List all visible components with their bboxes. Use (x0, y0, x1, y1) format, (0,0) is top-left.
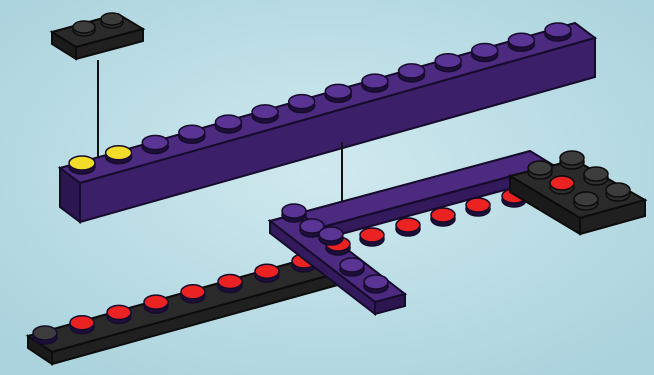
purple-stud (324, 83, 353, 100)
black-plate-red-studs (32, 253, 317, 345)
purple-stud (507, 32, 536, 48)
red-stud (465, 197, 491, 213)
purple-stud (178, 124, 206, 141)
purple-stud (318, 226, 344, 242)
purple-stud (434, 52, 462, 69)
purple-1x14-brick (57, 21, 598, 224)
purple-brick-studs (68, 22, 572, 175)
red-stud (106, 304, 132, 321)
purple-stud (339, 257, 365, 273)
purple-stud (251, 104, 279, 120)
red-stud (217, 273, 243, 290)
purple-stud (397, 63, 426, 79)
red-stud (69, 314, 95, 331)
black-1x2-plate (49, 12, 146, 61)
red-stud (143, 294, 169, 310)
purple-stud (299, 218, 325, 234)
purple-stud (287, 93, 316, 110)
red-stud (254, 263, 280, 279)
purple-stud (214, 114, 243, 130)
purple-stud (281, 203, 307, 219)
yellow-stud (68, 155, 96, 171)
red-stud (359, 227, 385, 243)
purple-stud (361, 73, 389, 89)
black-plate-studs (72, 12, 124, 37)
yellow-stud (104, 145, 133, 161)
black-stud (32, 325, 58, 341)
corner-plate-studs (527, 150, 631, 211)
purple-stud (544, 22, 572, 38)
red-stud (180, 284, 206, 300)
purple-stud (141, 134, 169, 151)
black-2x2-corner-plate (507, 150, 648, 236)
cross-plate-studs (281, 188, 527, 294)
purple-stud (363, 274, 389, 290)
purple-cross-plate (267, 149, 556, 317)
red-stud (430, 207, 456, 223)
purple-stud (471, 42, 499, 59)
red-stud (395, 217, 421, 233)
